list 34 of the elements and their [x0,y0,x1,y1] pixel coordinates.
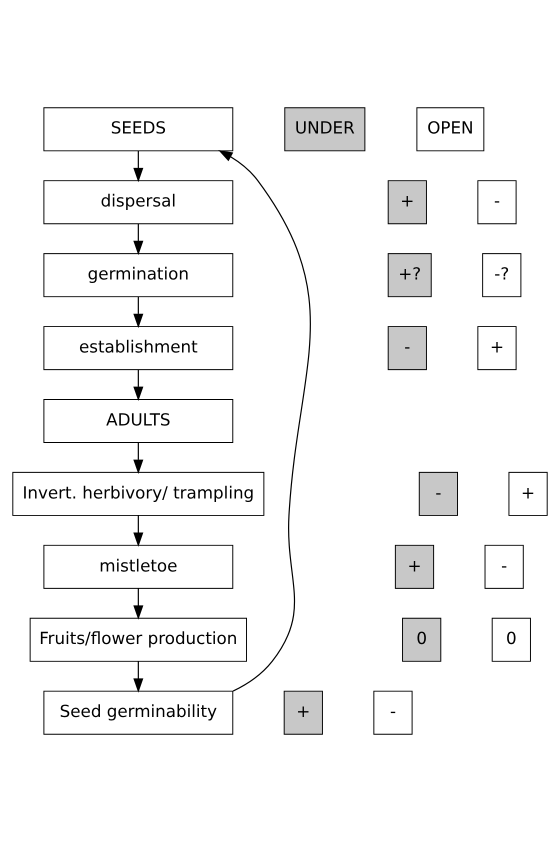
node-box: - [388,326,427,370]
arrow [133,150,144,182]
node-box: UNDER [284,106,366,151]
node-box: Fruits/flower production [30,617,247,662]
node-box: OPEN [416,106,484,151]
node-box: + [388,180,427,224]
node-box: - [477,180,517,224]
arrow [133,588,144,620]
node-box: + [394,544,434,588]
arrow [133,223,144,255]
node-box: - [418,471,458,516]
node-box: 0 [402,617,442,662]
arrow [218,150,311,692]
node-box: 0 [492,617,531,662]
arrow [133,442,144,474]
node-box: establishment [43,326,234,370]
node-box: + [508,471,548,516]
node-box: mistletoe [43,544,234,588]
node-box: - [484,544,524,588]
node-box: +? [388,252,432,297]
node-box: germination [43,252,234,297]
arrow [133,296,144,328]
node-box: -? [482,252,522,297]
node-box: SEEDS [43,106,234,151]
arrow [133,660,144,692]
node-box: + [284,690,323,734]
node-box: + [477,326,517,370]
node-box: Invert. herbivory/ trampling [12,471,264,516]
node-box: dispersal [43,180,234,224]
node-box: Seed germinability [43,690,234,734]
node-box: ADULTS [43,398,234,442]
node-box: - [373,690,413,734]
arrow [133,369,144,401]
arrow [133,515,144,546]
